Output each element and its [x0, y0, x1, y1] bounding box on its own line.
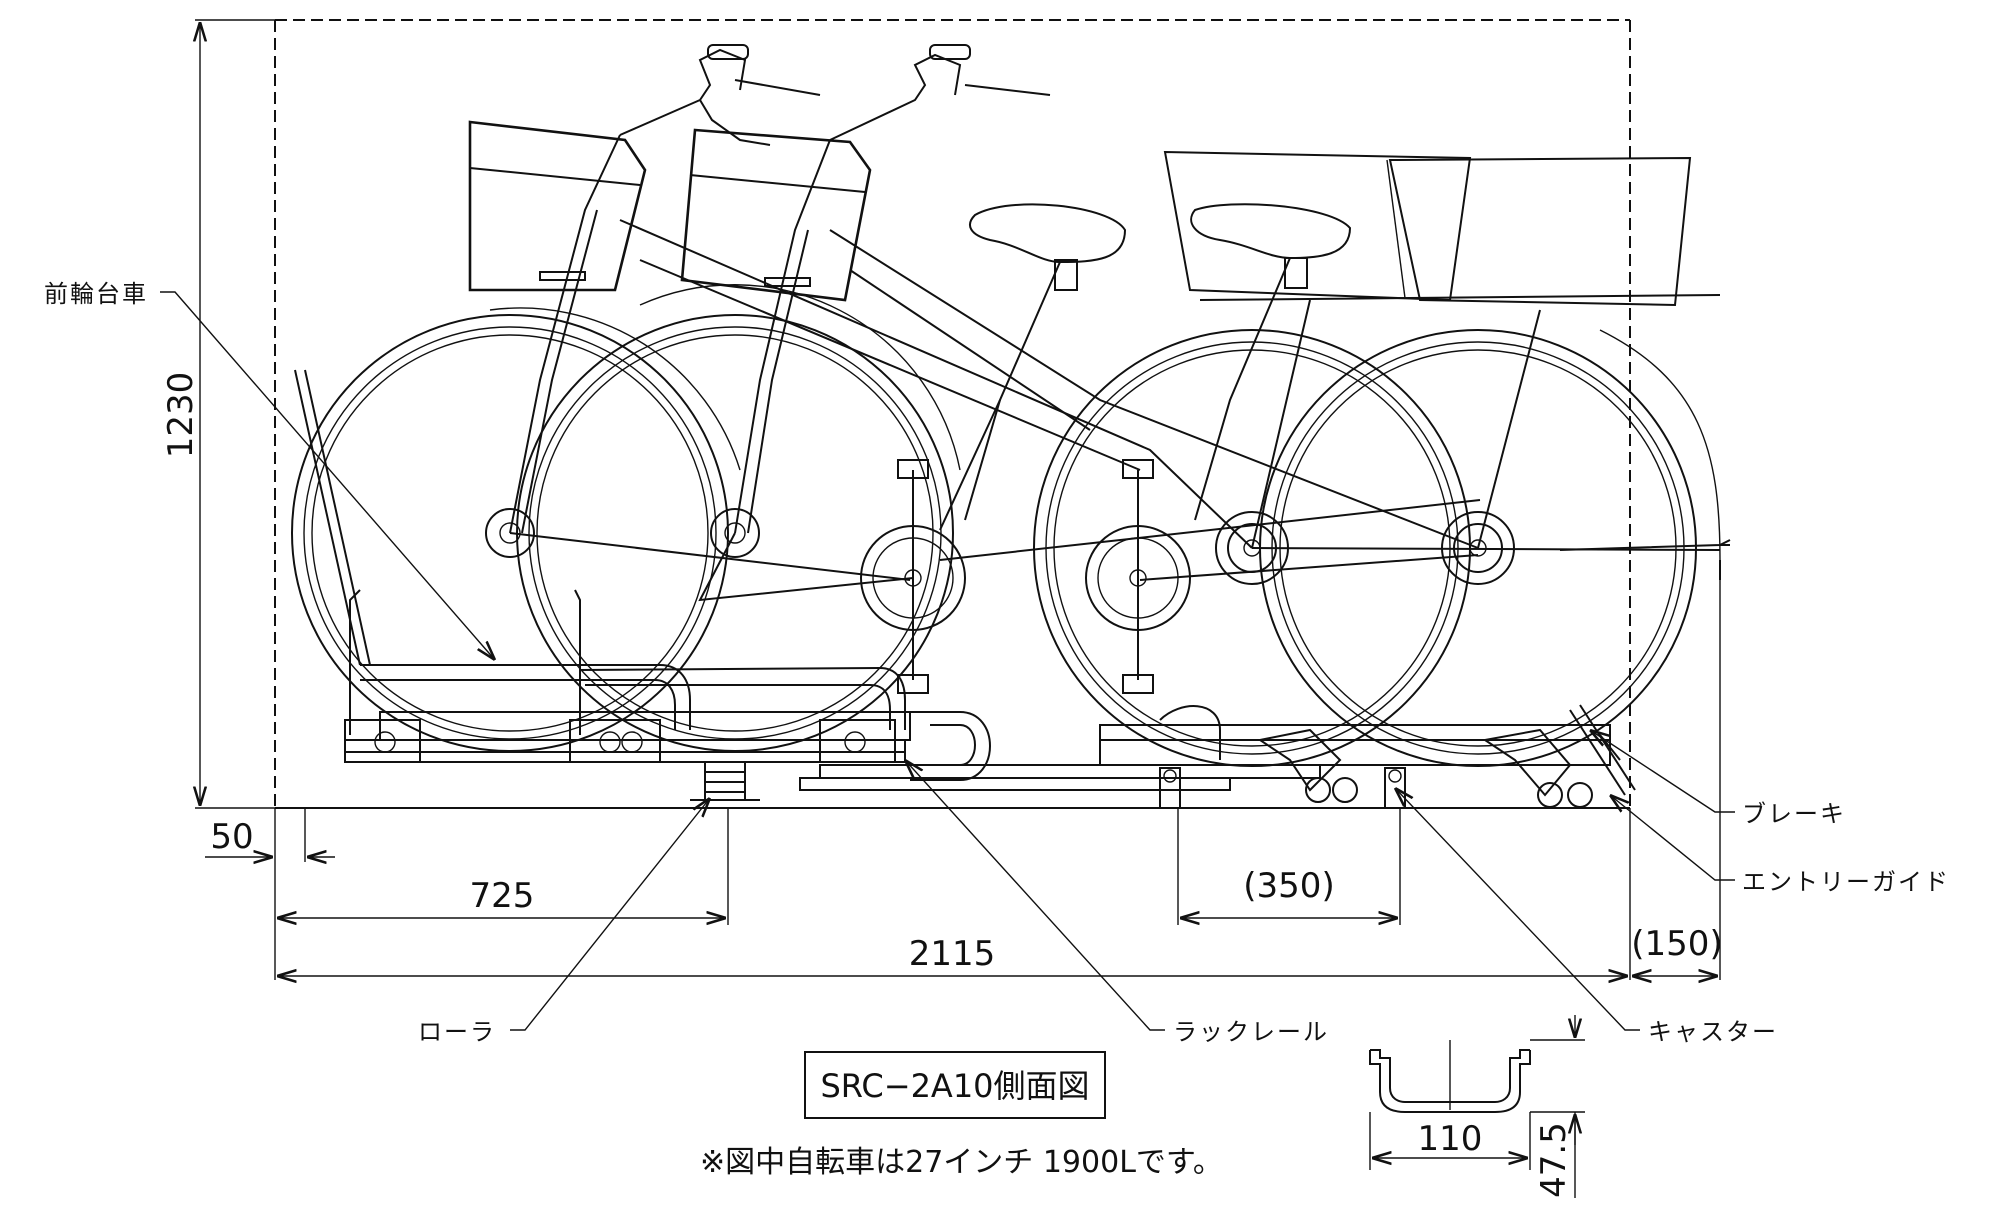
drawing-note: ※図中自転車は27インチ 1900Lです。: [700, 1145, 1223, 1180]
rack-assembly: [294, 369, 1636, 809]
envelope-outline: [274, 19, 1631, 809]
saddle-2: [1190, 203, 1352, 260]
label-rack-rail: ラックレール: [1173, 1018, 1329, 1046]
dim-total-length: 2115: [909, 934, 996, 974]
rail-section: [1369, 1015, 1585, 1198]
bicycle-front-left: [291, 44, 1051, 752]
label-front-cart: 前輪台車: [44, 280, 148, 308]
brake: [1257, 728, 1342, 792]
label-entry-guide: エントリーガイド: [1742, 868, 1950, 896]
dim-offset: 50: [210, 817, 253, 857]
bicycle-frames: [509, 219, 1731, 694]
title-box: [804, 1051, 1106, 1119]
label-roller: ローラ: [418, 1018, 496, 1046]
dim-overhang: (150): [1631, 924, 1722, 964]
saddle-1: [969, 203, 1127, 264]
entry-guide: [1569, 709, 1626, 796]
caster-left: [1159, 767, 1181, 809]
front-cart: [360, 664, 691, 730]
dim-rail-width: 110: [1418, 1119, 1483, 1159]
dim-roller-pos: 725: [470, 876, 535, 916]
rear-basket-1: [1163, 150, 1472, 302]
dimension-lines: [195, 19, 1721, 980]
leaders: [160, 291, 1735, 1031]
front-basket-1: [468, 120, 647, 292]
label-caster: キャスター: [1648, 1018, 1778, 1046]
dim-height: 1230: [161, 372, 201, 459]
rear-basket-2: [1388, 156, 1692, 307]
dim-rail-height: 47.5: [1534, 1122, 1574, 1198]
dim-caster-span: (350): [1243, 866, 1334, 906]
bicycle-rear-right: [964, 150, 1721, 767]
front-basket-2: [680, 128, 872, 302]
label-brake: ブレーキ: [1742, 800, 1846, 828]
drawing-title: SRC−2A10側面図: [820, 1067, 1089, 1105]
